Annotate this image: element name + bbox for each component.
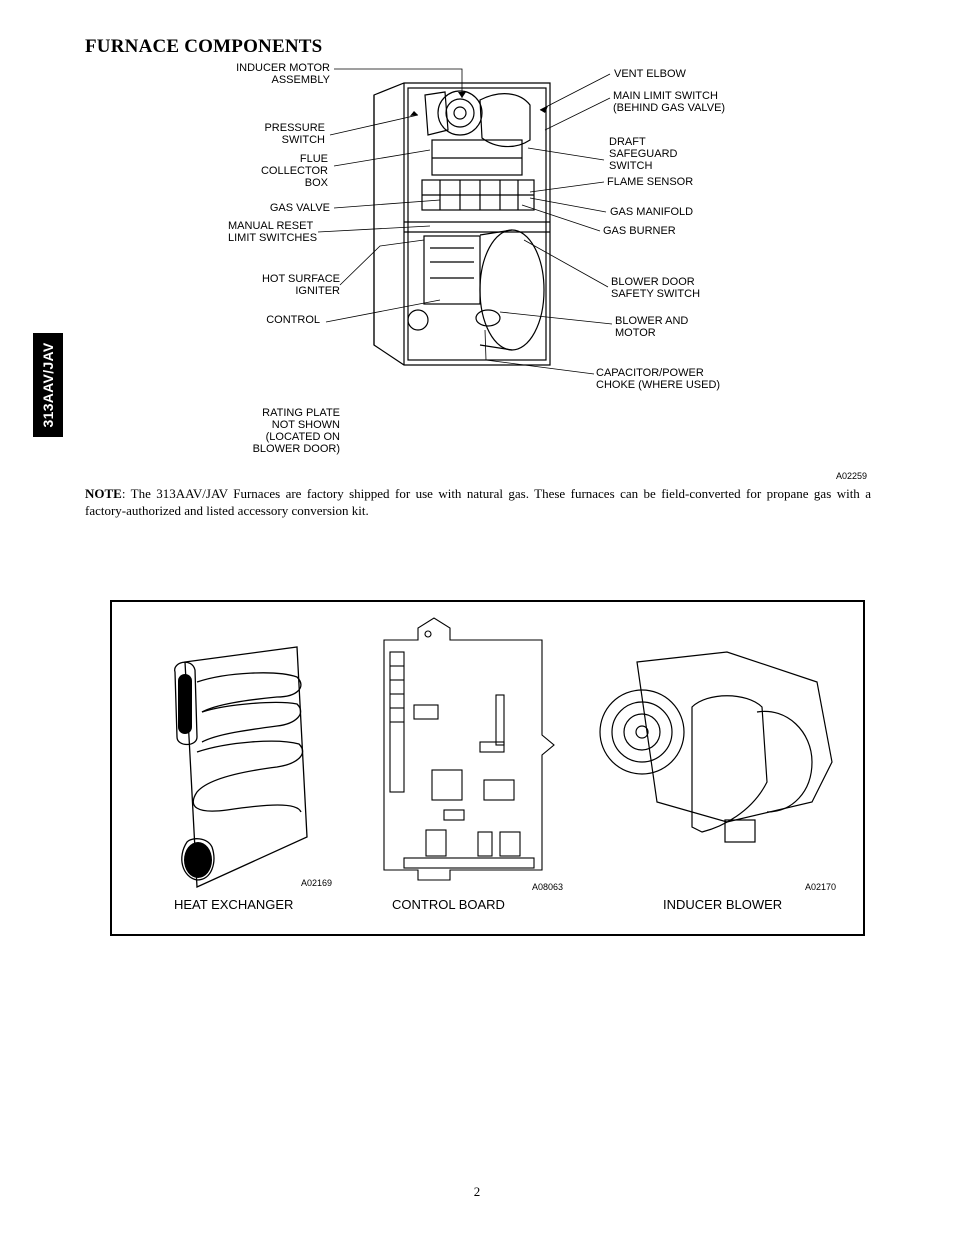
note-paragraph: NOTE: The 313AAV/JAV Furnaces are factor… bbox=[85, 485, 871, 519]
heat-exchanger-caption: HEAT EXCHANGER bbox=[174, 897, 294, 912]
callout-blower-door-safety-switch: BLOWER DOOR SAFETY SWITCH bbox=[611, 276, 701, 300]
callout-gas-valve: GAS VALVE bbox=[269, 202, 330, 214]
heat-exchanger-code: A02169 bbox=[301, 878, 333, 888]
page-title: FURNACE COMPONENTS bbox=[85, 36, 323, 57]
callout-flame-sensor: FLAME SENSOR bbox=[607, 176, 694, 188]
callout-inducer-motor: INDUCER MOTOR ASSEMBLY bbox=[236, 62, 330, 86]
callout-main-limit-switch: MAIN LIMIT SWITCH (BEHIND GAS VALVE) bbox=[613, 90, 726, 114]
callout-hot-surface-igniter: HOT SURFACE IGNITER bbox=[261, 273, 340, 297]
inducer-blower-caption: INDUCER BLOWER bbox=[663, 897, 783, 912]
inducer-blower-illustration bbox=[599, 651, 833, 843]
components-figure-box: A02169 HEAT EXCHANGER A08063 CONTROL BOA… bbox=[110, 600, 865, 936]
callout-manual-reset-limit-switches: MANUAL RESET LIMIT SWITCHES bbox=[228, 220, 318, 244]
furnace-diagram bbox=[317, 68, 613, 375]
callout-pressure-switch: PRESSURE SWITCH bbox=[264, 122, 325, 146]
callout-control: CONTROL bbox=[266, 314, 320, 326]
figure-code-main: A02259 bbox=[836, 471, 868, 481]
note-label: NOTE bbox=[85, 486, 122, 501]
inducer-blower-code: A02170 bbox=[805, 882, 837, 892]
heat-exchanger-illustration bbox=[174, 646, 308, 888]
callout-blower-and-motor: BLOWER AND MOTOR bbox=[615, 315, 689, 339]
model-side-tab: 313AAV/JAV bbox=[33, 333, 63, 437]
callout-draft-safeguard-switch: DRAFT SAFEGUARD SWITCH bbox=[609, 136, 678, 172]
control-board-caption: CONTROL BOARD bbox=[392, 897, 505, 912]
callout-gas-burner: GAS BURNER bbox=[603, 225, 676, 237]
callout-vent-elbow: VENT ELBOW bbox=[614, 68, 686, 80]
control-board-illustration bbox=[383, 617, 555, 881]
page-number: 2 bbox=[473, 1184, 481, 1199]
note-text: : The 313AAV/JAV Furnaces are factory sh… bbox=[85, 486, 871, 518]
callout-flue-collector-box: FLUE COLLECTOR BOX bbox=[260, 153, 328, 189]
control-board-code: A08063 bbox=[532, 882, 564, 892]
callout-capacitor-power-choke: CAPACITOR/POWER CHOKE (WHERE USED) bbox=[596, 367, 721, 391]
callout-gas-manifold: GAS MANIFOLD bbox=[610, 206, 694, 218]
callout-rating-plate: RATING PLATE NOT SHOWN (LOCATED ON BLOWE… bbox=[252, 407, 340, 455]
